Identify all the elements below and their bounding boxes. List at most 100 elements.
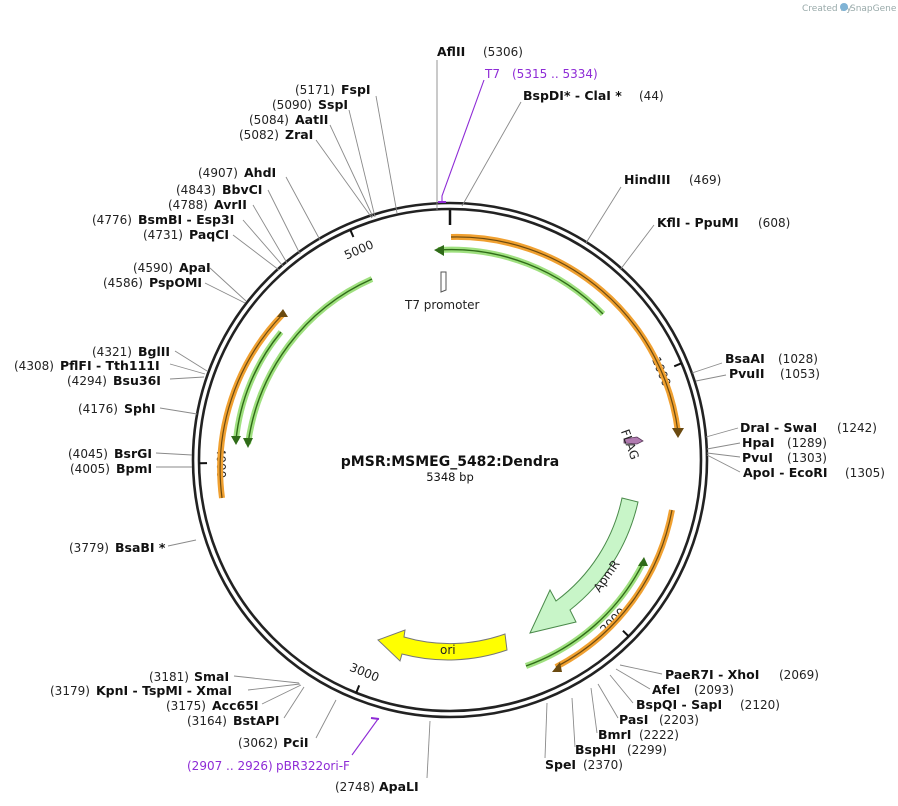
site-ahdi-pos: (4907)	[198, 166, 238, 180]
tick-3000-label: 3000	[348, 660, 382, 684]
bsaai-leader	[691, 362, 723, 374]
site-hindiii-pos: (469)	[689, 173, 721, 187]
site-bpmi-name[interactable]: BpmI	[116, 461, 152, 476]
site-sphi-name[interactable]: SphI	[124, 401, 156, 416]
bstapi-leader	[283, 686, 305, 719]
snapgene-watermark: Created by SnapGene	[802, 3, 897, 14]
site-zrai-pos: (5082)	[239, 128, 279, 142]
site-bsabi-pos: (3779)	[69, 541, 109, 555]
site-kfli-name[interactable]: KflI - PpuMI	[657, 215, 739, 230]
site-apali-pos: (2748)	[335, 780, 375, 794]
green-arrowhead-left-outer	[243, 438, 253, 448]
backbone	[191, 201, 709, 719]
bsmbi-leader	[242, 219, 284, 267]
tick-1000-mark	[673, 362, 682, 368]
site-bmri-name[interactable]: BmrI	[598, 727, 631, 742]
primer-t7-name[interactable]: T7	[484, 67, 500, 81]
site-bsabi-name[interactable]: BsaBI *	[115, 540, 166, 555]
site-bspdi-name[interactable]: BspDI* - ClaI *	[523, 88, 622, 103]
backbone-outer-strand	[191, 201, 709, 719]
site-fspi-pos: (5171)	[295, 83, 335, 97]
site-smai-name[interactable]: SmaI	[194, 669, 229, 684]
site-ahdi-name[interactable]: AhdI	[244, 165, 276, 180]
site-drai-name[interactable]: DraI - SwaI	[740, 420, 817, 435]
site-spei-name[interactable]: SpeI	[545, 757, 576, 772]
sphi-leader	[159, 407, 198, 415]
apoi-leader	[706, 454, 741, 473]
site-kpni-pos: (3179)	[50, 684, 90, 698]
watermark-brand: SnapGene	[850, 4, 897, 14]
spei-leader	[544, 702, 548, 759]
site-fspi-name[interactable]: FspI	[341, 82, 371, 97]
pasi-leader	[597, 683, 619, 719]
site-sspi-pos: (5090)	[272, 98, 312, 112]
fspi-leader	[375, 95, 398, 214]
site-bspqi-pos: (2120)	[740, 698, 780, 712]
site-avrii-name[interactable]: AvrII	[214, 197, 247, 212]
site-pflfi-pos: (4308)	[14, 359, 54, 373]
site-bsphi-name[interactable]: BspHI	[575, 742, 616, 757]
site-apoi-name[interactable]: ApoI - EcoRI	[743, 465, 828, 480]
site-acc65i-pos: (3175)	[166, 699, 206, 713]
site-bsaai-name[interactable]: BsaAI	[725, 351, 765, 366]
site-paqci-name[interactable]: PaqCI	[189, 227, 229, 242]
site-paer7i-name[interactable]: PaeR7I - XhoI	[665, 667, 759, 682]
site-apali-name[interactable]: ApaLI	[379, 779, 419, 794]
site-apai-pos: (4590)	[133, 261, 173, 275]
site-sspi-name[interactable]: SspI	[318, 97, 348, 112]
site-pvui-name[interactable]: PvuI	[742, 450, 773, 465]
site-pcii-name[interactable]: PciI	[283, 735, 309, 750]
site-smai-pos: (3181)	[149, 670, 189, 684]
site-bsmbi-name[interactable]: BsmBI - Esp3I	[138, 212, 234, 227]
acc65i-leader	[261, 684, 302, 705]
bsrgi-leader	[155, 452, 193, 456]
site-aflii-pos: (5306)	[483, 45, 523, 59]
site-avrii-pos: (4788)	[168, 198, 208, 212]
sspi-leader	[348, 109, 376, 218]
site-aatii-name[interactable]: AatII	[295, 112, 328, 127]
site-pflfi-name[interactable]: PflFI - Tth111I	[60, 358, 160, 373]
site-bsu36i-pos: (4294)	[67, 374, 107, 388]
site-afei-name[interactable]: AfeI	[652, 682, 680, 697]
tick-5000-label: 5000	[342, 237, 376, 262]
site-bspdi-pos: (44)	[639, 89, 664, 103]
site-bsrgi-name[interactable]: BsrGI	[114, 446, 152, 461]
site-drai-pos: (1242)	[837, 421, 877, 435]
site-aatii-pos: (5084)	[249, 113, 289, 127]
primer-pbr322-name[interactable]: pBR322ori-F	[276, 759, 350, 773]
watermark-created-by: Created by	[802, 4, 852, 14]
site-zrai-name[interactable]: ZraI	[285, 127, 313, 142]
site-kfli-pos: (608)	[758, 216, 790, 230]
site-pvuii-name[interactable]: PvuII	[729, 366, 765, 381]
site-bbvci-name[interactable]: BbvCI	[222, 182, 262, 197]
site-bglii-name[interactable]: BglII	[138, 344, 170, 359]
site-bsu36i-name[interactable]: Bsu36I	[113, 373, 161, 388]
feature-arcs	[217, 233, 684, 672]
orange-arrowhead-top-right	[672, 428, 684, 438]
orange-arrowhead-left	[277, 309, 288, 317]
kpni-leader	[247, 683, 301, 691]
orange-cds-arc-top-right-core	[450, 236, 679, 433]
t7-primer-leader	[441, 79, 485, 202]
site-acc65i-name[interactable]: Acc65I	[212, 698, 259, 713]
green-arc-top-core	[437, 248, 604, 315]
site-pasi-name[interactable]: PasI	[619, 712, 648, 727]
site-bpmi-pos: (4005)	[70, 462, 110, 476]
site-hpai-name[interactable]: HpaI	[742, 435, 775, 450]
site-pspomi-pos: (4586)	[103, 276, 143, 290]
drai-leader	[705, 427, 739, 438]
site-pspomi-name[interactable]: PspOMI	[149, 275, 202, 290]
site-bstapi-name[interactable]: BstAPI	[233, 713, 279, 728]
bglii-leader	[174, 350, 208, 372]
site-apai-name[interactable]: ApaI	[179, 260, 211, 275]
site-hindiii-name[interactable]: HindIII	[624, 172, 671, 187]
site-apoi-pos: (1305)	[845, 466, 885, 480]
apali-leader	[426, 720, 431, 779]
pbr322-primer-leader	[351, 718, 379, 756]
orange-arrowhead-bottom-right	[552, 662, 562, 672]
pbr322-primer-mark	[370, 717, 380, 720]
site-kpni-name[interactable]: KpnI - TspMI - XmaI	[96, 683, 232, 698]
site-bspqi-name[interactable]: BspQI - SapI	[636, 697, 722, 712]
site-aflii-name[interactable]: AflII	[437, 44, 465, 59]
